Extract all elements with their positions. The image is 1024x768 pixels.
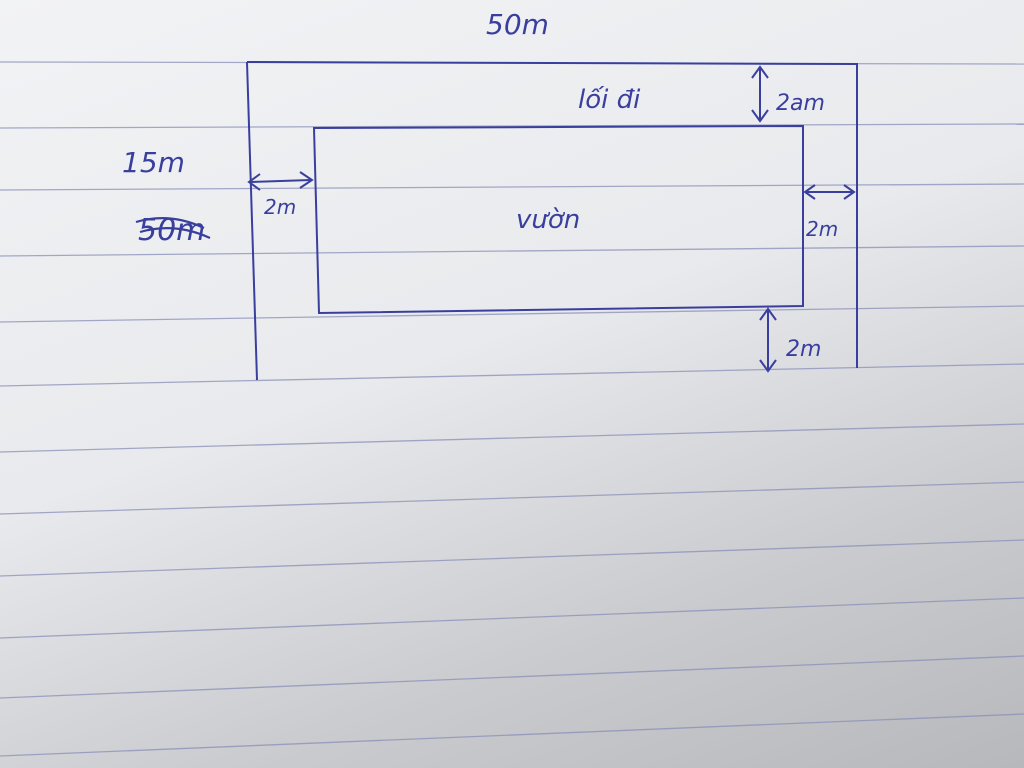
outer-rectangle — [246, 61, 858, 381]
ruled-line — [0, 245, 1024, 257]
ruled-line — [0, 363, 1024, 387]
ruled-line — [0, 713, 1024, 757]
ruled-line — [0, 423, 1024, 453]
crossed-out-value: 50m — [135, 213, 211, 248]
ruled-line — [0, 123, 1024, 129]
top-dimension-label: 50m — [486, 8, 549, 41]
ruled-line — [0, 481, 1024, 515]
right-width-label: 2m — [806, 217, 838, 241]
bottom-width-label: 2m — [786, 337, 821, 362]
top-path-arrow — [751, 65, 769, 123]
left-width-label: 2m — [264, 195, 296, 219]
ruled-line — [0, 539, 1024, 577]
garden-label: vườn — [516, 205, 580, 235]
path-label: lối đi — [578, 85, 641, 115]
right-path-arrow — [803, 184, 856, 200]
side-dimension-label: 15m — [122, 146, 185, 179]
ruled-lines — [0, 61, 1024, 757]
inner-rectangle — [312, 124, 804, 315]
bottom-path-arrow — [759, 307, 777, 373]
strike-scribble — [135, 217, 211, 240]
left-path-arrow — [247, 171, 314, 191]
top-width-label: 2am — [776, 91, 825, 116]
ruled-line — [0, 305, 1024, 323]
ruled-line — [0, 597, 1024, 639]
ruled-line — [0, 183, 1024, 191]
ruled-line — [0, 655, 1024, 699]
